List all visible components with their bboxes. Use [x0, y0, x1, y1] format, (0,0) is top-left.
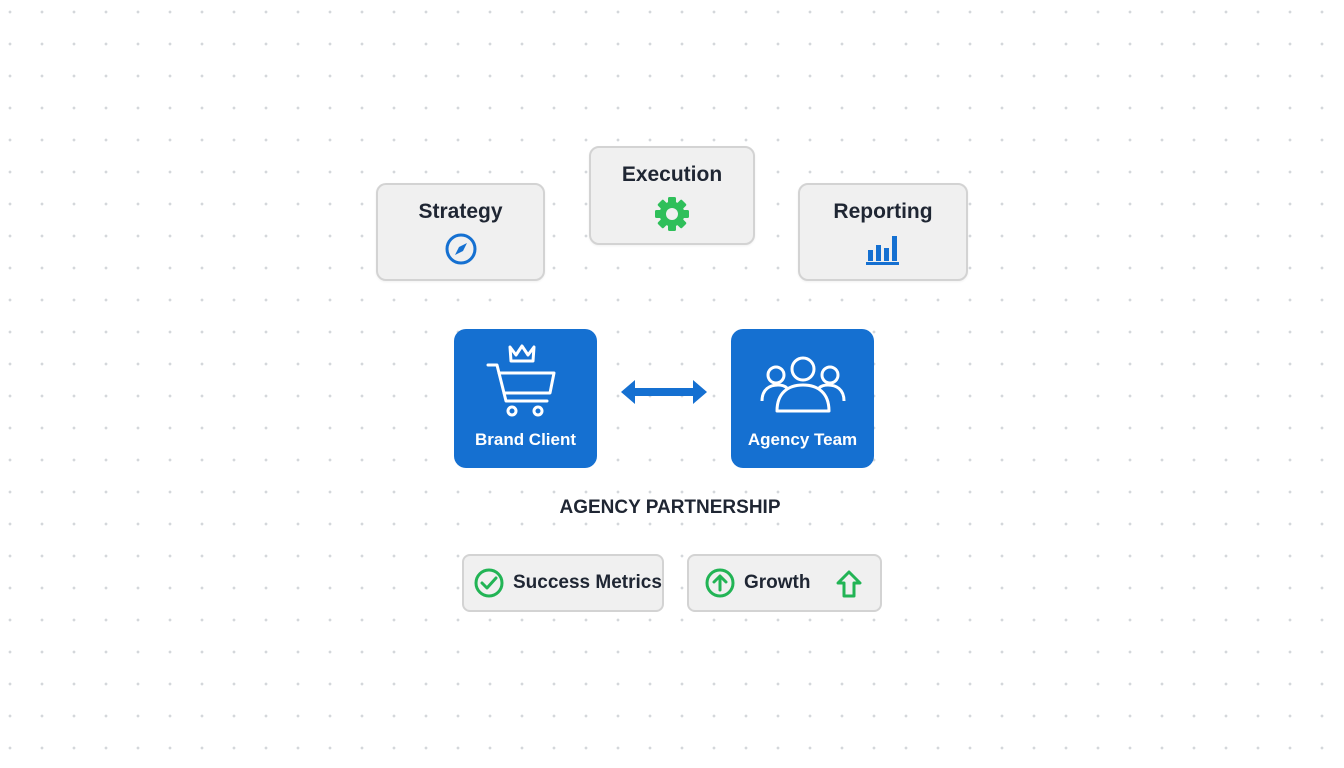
reporting-label: Reporting	[833, 200, 933, 223]
execution-card: Execution	[589, 146, 755, 245]
strategy-label: Strategy	[418, 200, 503, 223]
cart-crown-icon	[486, 344, 555, 417]
agency-team-label: Agency Team	[747, 430, 858, 449]
diagram-title: AGENCY PARTNERSHIP	[559, 497, 781, 518]
gear-icon	[655, 197, 689, 231]
up-arrow-icon	[836, 570, 862, 598]
bar-chart-icon	[866, 236, 899, 265]
compass-icon	[445, 233, 476, 265]
brand-client-label: Brand Client	[474, 430, 577, 449]
check-circle-icon	[474, 568, 504, 598]
arrow-up-circle-icon	[705, 568, 735, 598]
strategy-card: Strategy	[376, 183, 545, 281]
execution-label: Execution	[621, 163, 723, 186]
reporting-card: Reporting	[798, 183, 968, 281]
agency-team-tile: Agency Team	[731, 329, 874, 468]
bidirectional-arrow-icon	[621, 380, 707, 404]
success-metrics-pill: Success Metrics	[462, 554, 664, 612]
growth-pill: Growth	[687, 554, 882, 612]
team-icon	[760, 356, 845, 413]
success-metrics-label: Success Metrics	[513, 572, 662, 593]
growth-label: Growth	[744, 572, 811, 593]
brand-client-tile: Brand Client	[454, 329, 597, 468]
